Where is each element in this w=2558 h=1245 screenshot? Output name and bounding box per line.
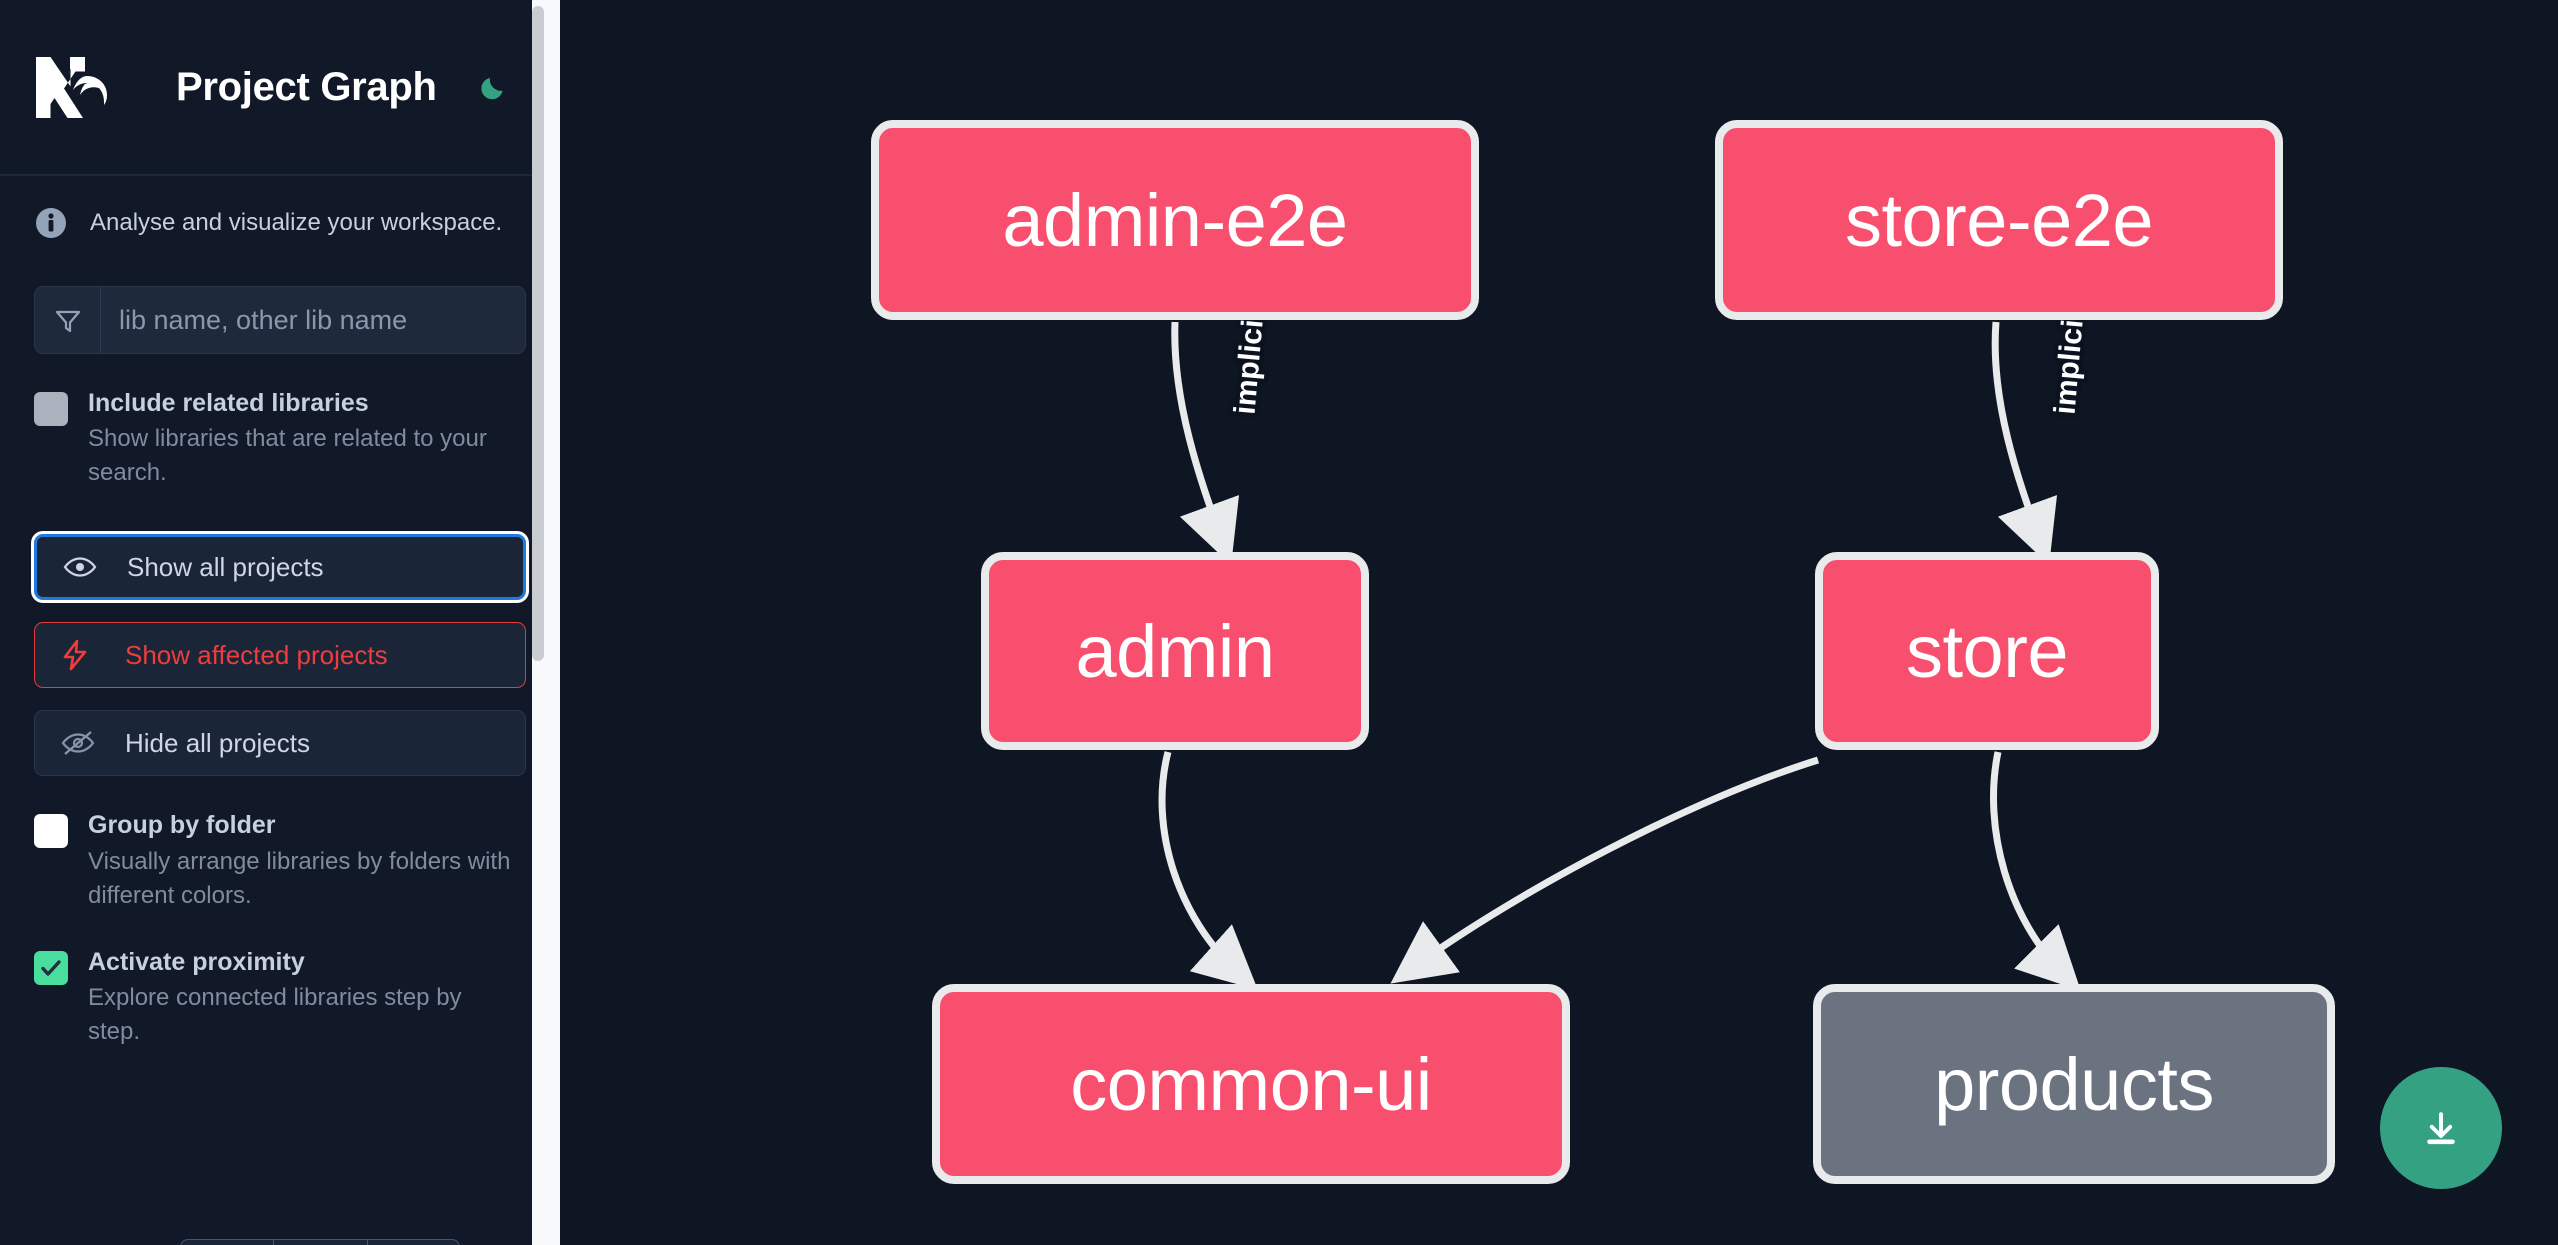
graph-node-admin-e2e[interactable]: admin-e2e <box>871 120 1479 320</box>
graph-node-admin[interactable]: admin <box>981 552 1369 750</box>
edge-store-common-ui <box>1390 756 1820 984</box>
graph-canvas[interactable]: implicit implicit admin-e2e store-e2e ad… <box>560 0 2558 1245</box>
project-action-buttons: Show all projects Show affected projects <box>0 534 560 777</box>
option-label: Activate proximity <box>88 947 305 976</box>
graph-node-products[interactable]: products <box>1813 984 2335 1184</box>
graph-node-store-e2e[interactable]: store-e2e <box>1715 120 2283 320</box>
button-label: Show affected projects <box>125 639 388 670</box>
show-affected-projects-button[interactable]: Show affected projects <box>34 622 526 689</box>
edge-admin-e2e-admin <box>1171 321 1240 565</box>
info-circle-icon <box>34 206 68 240</box>
graph-node-store[interactable]: store <box>1815 552 2159 750</box>
option-description: Explore connected libraries step by step… <box>88 984 462 1046</box>
lightning-bolt-icon <box>61 638 103 672</box>
hide-all-projects-button[interactable]: Hide all projects <box>34 710 526 777</box>
include-related-libraries-checkbox[interactable] <box>34 392 68 426</box>
option-group-by-folder[interactable]: Group by folder Visually arrange librari… <box>0 810 560 912</box>
option-include-related-libraries[interactable]: Include related libraries Show libraries… <box>0 388 560 490</box>
filter-funnel-icon <box>35 287 101 353</box>
option-description: Visually arrange libraries by folders wi… <box>88 847 511 909</box>
info-banner-text: Analyse and visualize your workspace. <box>90 209 503 236</box>
activate-proximity-checkbox[interactable] <box>34 950 68 985</box>
option-description: Show libraries that are related to your … <box>88 425 487 487</box>
edge-admin-common-ui <box>1158 751 1258 990</box>
edge-store-products <box>1990 751 2081 991</box>
button-label: Show all projects <box>127 551 324 582</box>
info-banner: Analyse and visualize your workspace. <box>0 176 560 240</box>
sidebar-scrollbar-thumb[interactable] <box>532 6 544 661</box>
nx-logo-icon <box>34 54 130 120</box>
eye-icon <box>63 550 105 584</box>
show-all-projects-button[interactable]: Show all projects <box>34 534 526 601</box>
graph-node-common-ui[interactable]: common-ui <box>932 984 1570 1184</box>
sidebar-header: Project Graph <box>0 0 560 176</box>
sidebar: Project Graph Analyse and visualize your… <box>0 0 560 1245</box>
moon-icon[interactable] <box>471 64 517 110</box>
option-activate-proximity[interactable]: Activate proximity Explore connected lib… <box>0 947 560 1049</box>
page-title: Project Graph <box>176 64 437 109</box>
search-input[interactable] <box>101 287 525 353</box>
segmented-control-partial[interactable] <box>180 1239 460 1245</box>
edge-store-e2e-store <box>1991 321 2058 565</box>
option-label: Group by folder <box>88 811 276 840</box>
download-image-button[interactable] <box>2380 1067 2502 1189</box>
button-label: Hide all projects <box>125 727 310 758</box>
search-bar[interactable] <box>34 286 526 354</box>
eye-slash-icon <box>61 726 103 760</box>
option-label: Include related libraries <box>88 389 369 417</box>
group-by-folder-checkbox[interactable] <box>34 814 68 849</box>
